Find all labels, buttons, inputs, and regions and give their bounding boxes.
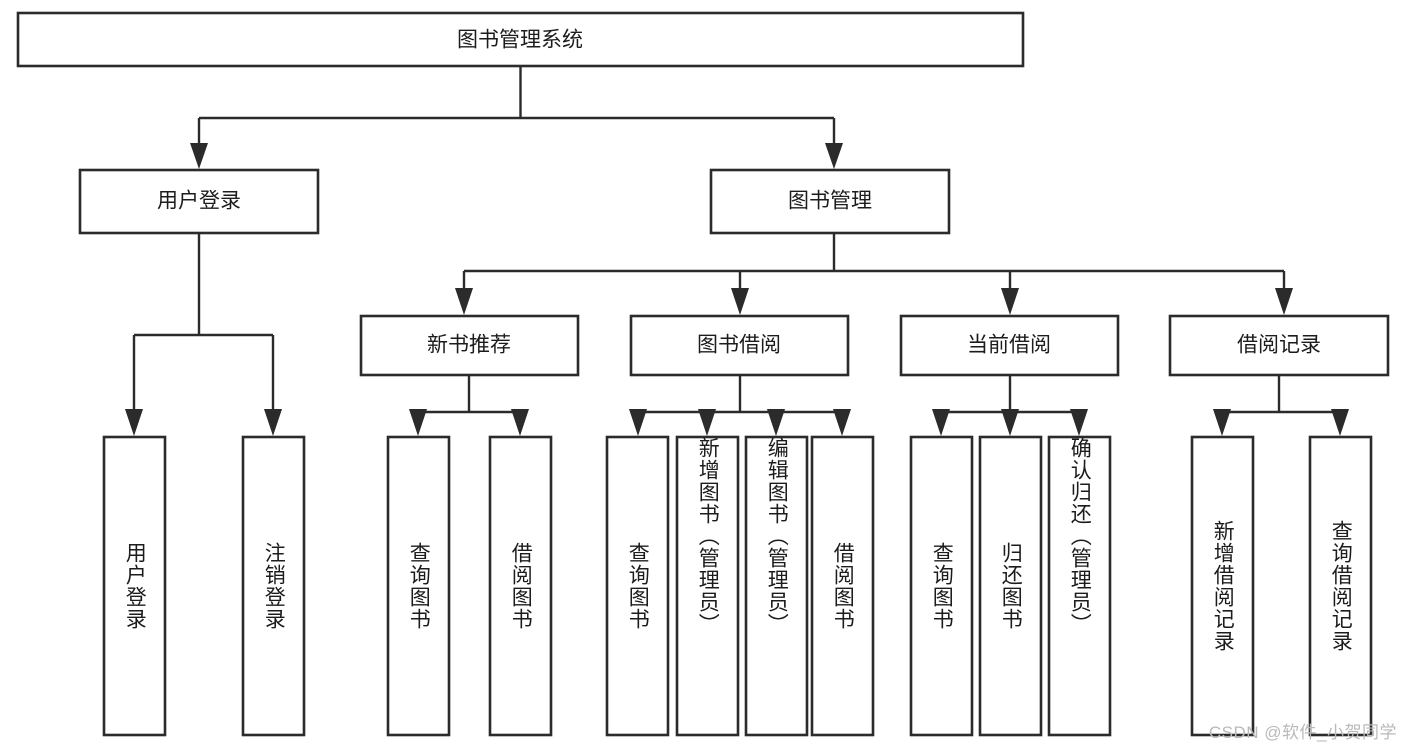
node-borrow-record-label: 借阅记录 — [1237, 334, 1321, 357]
node-user-login-label: 用户登录 — [157, 190, 241, 213]
leaf-box-book-borrow-3[interactable] — [810, 435, 875, 737]
connector-user-login-to-leaves — [125, 233, 282, 436]
node-borrow-record[interactable]: 借阅记录 — [1168, 314, 1390, 377]
node-root-system-label: 图书管理系统 — [457, 29, 583, 52]
node-book-borrow-label: 图书借阅 — [697, 334, 781, 357]
node-current-borrow[interactable]: 当前借阅 — [899, 314, 1120, 377]
connector-level2-to-level3 — [455, 233, 1293, 315]
node-root-system[interactable]: 图书管理系统 — [16, 11, 1025, 68]
node-book-management-label: 图书管理 — [788, 190, 872, 213]
leaf-box-current-borrow-0[interactable] — [909, 435, 974, 737]
leaf-box-new-book-1[interactable] — [488, 435, 553, 737]
connector-new-book-to-leaves — [409, 375, 529, 436]
leaf-box-borrow-record-0[interactable] — [1190, 435, 1255, 737]
node-current-borrow-label: 当前借阅 — [967, 334, 1051, 357]
node-book-borrow[interactable]: 图书借阅 — [629, 314, 850, 377]
leaf-box-book-borrow-2[interactable] — [744, 435, 809, 737]
node-new-book-recommend[interactable]: 新书推荐 — [359, 314, 580, 377]
leaf-box-borrow-record-1[interactable] — [1308, 435, 1373, 737]
connector-book-borrow-to-leaves — [629, 375, 851, 436]
leaf-box-new-book-0[interactable] — [386, 435, 451, 737]
leaf-box-current-borrow-1[interactable] — [978, 435, 1043, 737]
node-user-login[interactable]: 用户登录 — [78, 168, 320, 235]
connector-root-to-level2 — [190, 66, 843, 169]
leaf-box-user-login-1[interactable] — [241, 435, 306, 737]
node-book-management[interactable]: 图书管理 — [709, 168, 951, 235]
node-new-book-recommend-label: 新书推荐 — [427, 334, 511, 357]
leaf-box-book-borrow-1[interactable] — [675, 435, 740, 737]
connector-current-borrow-to-leaves — [932, 375, 1088, 436]
leaf-box-book-borrow-0[interactable] — [605, 435, 670, 737]
csdn-watermark: CSDN @软件_小贺同学 — [1208, 723, 1397, 742]
leaf-box-user-login-0[interactable] — [102, 435, 167, 737]
leaf-box-current-borrow-2[interactable] — [1047, 435, 1112, 737]
connector-borrow-record-to-leaves — [1213, 375, 1349, 436]
